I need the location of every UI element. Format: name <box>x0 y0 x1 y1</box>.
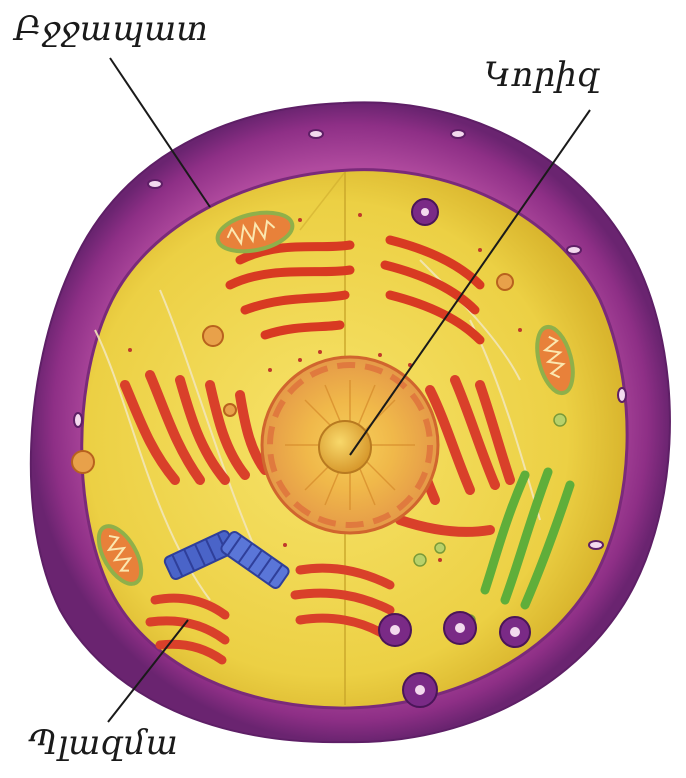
label-membrane: Բջջապատ <box>14 12 208 46</box>
nucleolus <box>319 421 371 473</box>
label-nucleus: Կորիզ <box>484 58 600 92</box>
nucleus <box>262 357 438 533</box>
label-plasma: Պլազմա <box>28 726 178 760</box>
